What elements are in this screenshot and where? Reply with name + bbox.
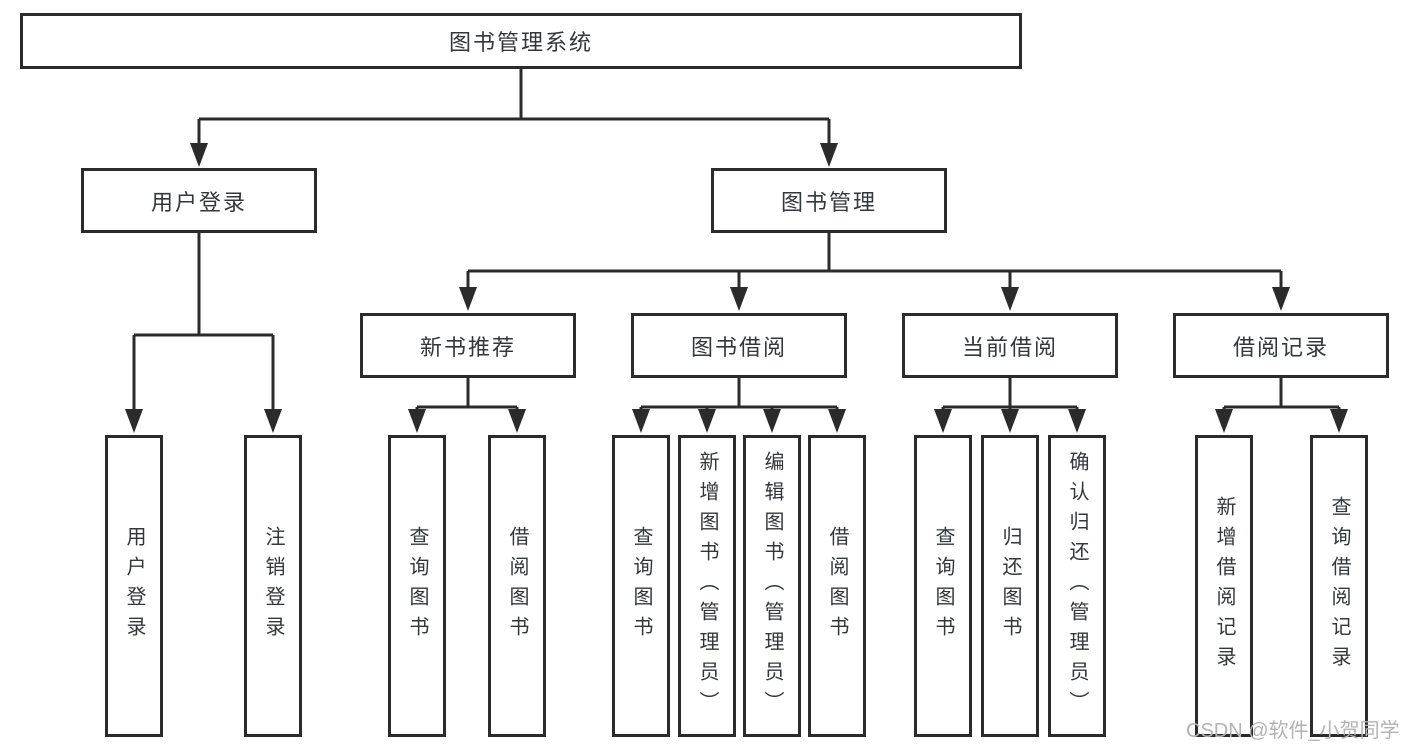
node-book-management: 图书管理 (711, 168, 947, 233)
arrowhead-icon (125, 409, 143, 433)
node-borrow-record-label: 借阅记录 (1232, 334, 1329, 360)
leaf-add-borrow-record: 新增借阅记录 (1195, 435, 1253, 737)
node-root-label: 图书管理系统 (448, 30, 593, 55)
leaf-recommend-query-book-label: 查询图书 (406, 526, 428, 646)
leaf-confirm-return-admin: 确认归还（管理员） (1048, 435, 1106, 737)
arrowhead-icon (508, 409, 526, 433)
arrowhead-icon (934, 409, 952, 433)
leaf-borrow-book-label: 借阅图书 (826, 526, 848, 646)
connector-borrow-record-to-leaves (1215, 378, 1348, 433)
leaf-edit-book-admin-label: 编辑图书（管理员） (761, 451, 783, 721)
leaf-user-login: 用户登录 (105, 435, 163, 737)
node-book-borrow-label: 图书借阅 (690, 334, 787, 360)
leaf-confirm-return-admin-label: 确认归还（管理员） (1066, 451, 1088, 721)
connector-current-borrow-to-leaves (934, 378, 1086, 433)
node-book-management-label: 图书管理 (780, 189, 877, 215)
connector-book-borrow-to-leaves (632, 378, 846, 433)
arrowhead-icon (264, 409, 282, 433)
connector-user-login-to-leaves (125, 233, 282, 433)
leaf-add-book-admin-label: 新增图书（管理员） (696, 451, 718, 721)
arrowhead-icon (1330, 409, 1348, 433)
arrowhead-icon (828, 409, 846, 433)
connector-recommend-to-leaves (408, 378, 526, 433)
node-current-borrow: 当前借阅 (902, 313, 1118, 378)
node-root: 图书管理系统 (20, 13, 1022, 69)
leaf-recommend-borrow-book-label: 借阅图书 (506, 526, 528, 646)
arrowhead-icon (1215, 409, 1233, 433)
leaf-add-book-admin: 新增图书（管理员） (678, 435, 736, 737)
leaf-return-book: 归还图书 (981, 435, 1039, 737)
node-user-login-label: 用户登录 (150, 189, 247, 215)
arrowhead-icon (408, 409, 426, 433)
node-user-login: 用户登录 (81, 168, 317, 233)
node-new-book-recommend: 新书推荐 (360, 313, 576, 378)
leaf-edit-book-admin: 编辑图书（管理员） (743, 435, 801, 737)
leaf-logout: 注销登录 (244, 435, 302, 737)
leaf-recommend-borrow-book: 借阅图书 (488, 435, 546, 737)
leaf-recommend-query-book: 查询图书 (388, 435, 446, 737)
leaf-user-login-label: 用户登录 (123, 526, 145, 646)
leaf-add-borrow-record-label: 新增借阅记录 (1213, 496, 1235, 676)
arrowhead-icon (1001, 409, 1019, 433)
connector-book-management-to-level3 (459, 233, 1290, 311)
leaf-borrow-query-book-label: 查询图书 (630, 526, 652, 646)
leaf-return-book-label: 归还图书 (999, 526, 1021, 646)
arrowhead-icon (459, 287, 477, 311)
arrowhead-icon (763, 409, 781, 433)
node-current-borrow-label: 当前借阅 (961, 334, 1058, 360)
connector-root-to-level2 (190, 69, 838, 167)
node-book-borrow: 图书借阅 (631, 313, 847, 378)
leaf-borrow-book: 借阅图书 (808, 435, 866, 737)
leaf-query-borrow-record-label: 查询借阅记录 (1328, 496, 1350, 676)
leaf-current-query-book-label: 查询图书 (932, 526, 954, 646)
leaf-current-query-book: 查询图书 (914, 435, 972, 737)
arrowhead-icon (1001, 287, 1019, 311)
arrowhead-icon (820, 143, 838, 167)
arrowhead-icon (1068, 409, 1086, 433)
arrowhead-icon (730, 287, 748, 311)
node-new-book-recommend-label: 新书推荐 (419, 334, 516, 360)
leaf-logout-label: 注销登录 (262, 526, 284, 646)
arrowhead-icon (632, 409, 650, 433)
node-borrow-record: 借阅记录 (1173, 313, 1389, 378)
arrowhead-icon (698, 409, 716, 433)
leaf-query-borrow-record: 查询借阅记录 (1310, 435, 1368, 737)
leaf-borrow-query-book: 查询图书 (612, 435, 670, 737)
watermark: CSDN @软件_小贺同学 (1186, 720, 1400, 742)
arrowhead-icon (1272, 287, 1290, 311)
arrowhead-icon (190, 143, 208, 167)
